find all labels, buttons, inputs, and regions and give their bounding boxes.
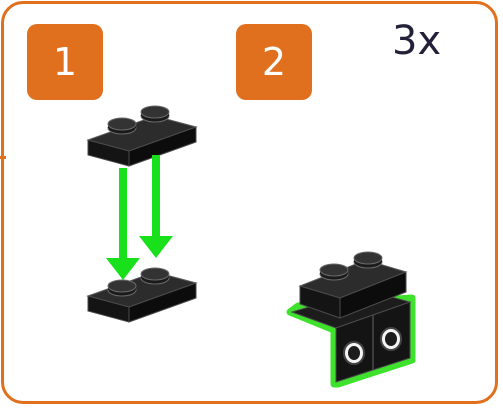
step-2-badge: 2 [236, 24, 312, 100]
lower-plate-icon [86, 267, 198, 323]
step-1-badge: 1 [27, 24, 103, 100]
upper-plate-icon [86, 105, 198, 167]
plate-on-bracket-icon [298, 251, 408, 319]
quantity-label: 3x [392, 18, 442, 64]
down-arrow-icon [106, 155, 173, 280]
frame-connector [0, 156, 6, 159]
instruction-frame [1, 1, 498, 404]
